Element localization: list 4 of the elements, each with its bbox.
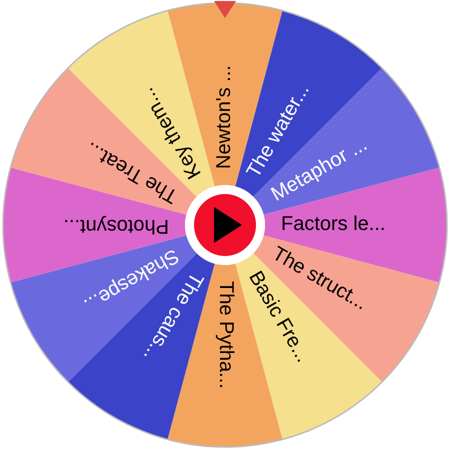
- segment-label: Photosynt...: [63, 214, 169, 237]
- segment-label: Newton's ...: [213, 65, 236, 169]
- segment-label: Factors le...: [281, 213, 386, 237]
- segment-label: The Pytha...: [214, 281, 237, 389]
